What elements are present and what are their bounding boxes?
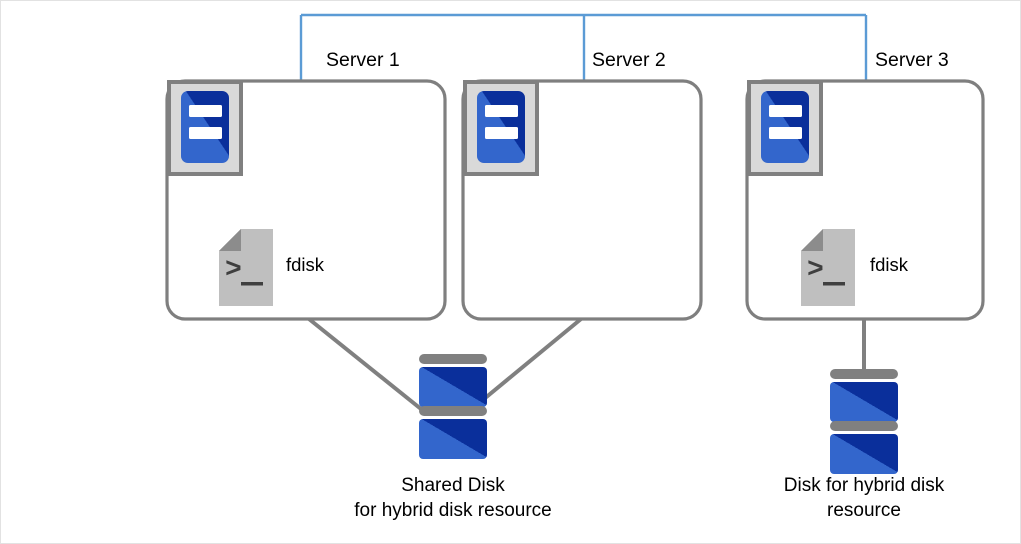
server-1-label: Server 1 [326, 49, 400, 71]
hybrid-disk-caption-line1: Disk for hybrid disk [783, 475, 945, 496]
disk-connector-lines [307, 317, 866, 415]
shared-disk-caption-line1: Shared Disk [401, 475, 505, 496]
server-3-server-icon [747, 80, 823, 176]
hybrid-disk-icon [830, 369, 898, 474]
server-3-fdisk-icon: > [801, 229, 855, 306]
server-1-fdisk-label: fdisk [286, 254, 325, 275]
shared-disk-caption-line2: for hybrid disk resource [354, 500, 552, 521]
server-2-server-icon [463, 80, 539, 176]
server-1-server-icon [167, 80, 243, 176]
svg-text:>: > [225, 255, 242, 286]
svg-text:>: > [807, 255, 824, 286]
shared-disk-icon [419, 354, 487, 459]
network-interconnect-line [299, 13, 868, 81]
shared-disk-caption: Shared Disk for hybrid disk resource [303, 473, 603, 523]
server-1-fdisk-icon: > [219, 229, 273, 306]
hybrid-disk-caption-line2: resource [827, 500, 901, 521]
hybrid-disk-caption: Disk for hybrid disk resource [739, 473, 989, 523]
server-2-label: Server 2 [592, 49, 666, 71]
server-3-label: Server 3 [875, 49, 949, 71]
server-3-fdisk-label: fdisk [870, 254, 909, 275]
